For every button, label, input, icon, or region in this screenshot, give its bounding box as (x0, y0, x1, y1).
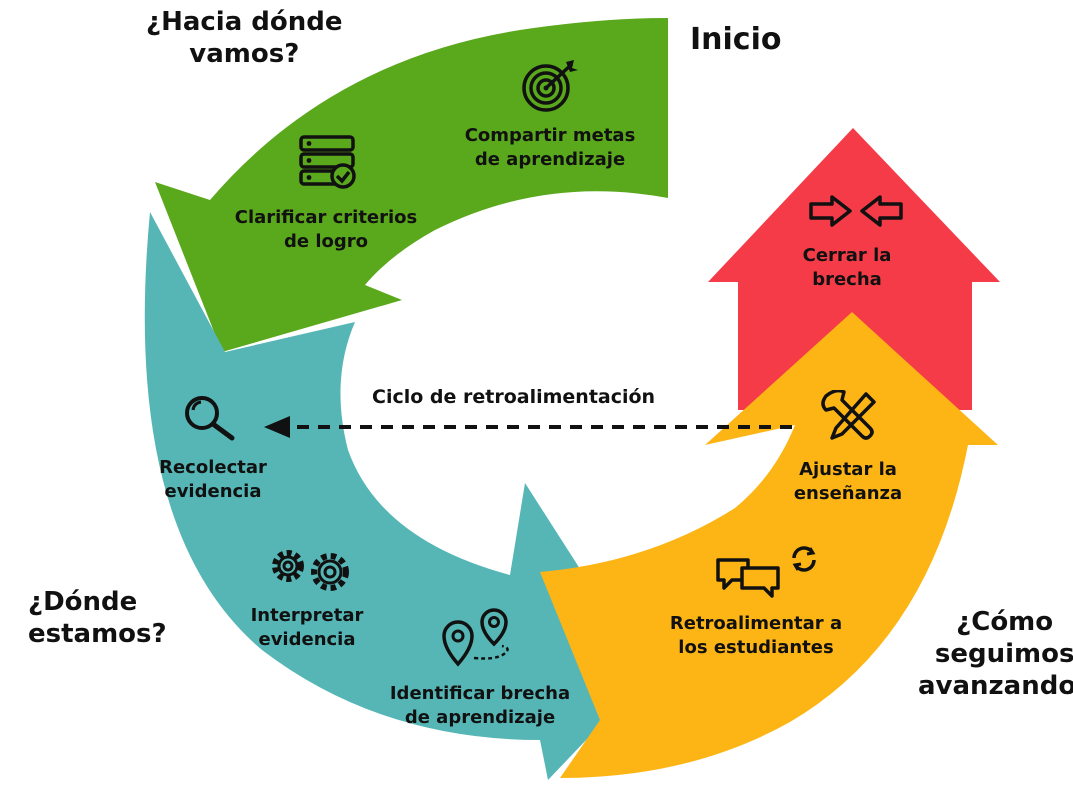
yellow-arc-arrow (540, 312, 998, 778)
teal-arc-arrow (144, 212, 648, 780)
question-how-forward-line-1: ¿Cómo (956, 607, 1054, 637)
step-identify-gap-line-2: de aprendizaje (404, 707, 556, 728)
step-give-feedback: Retroalimentar a los estudiantes (656, 612, 856, 660)
close-gap-arrow (708, 128, 1000, 410)
server-check-icon (299, 135, 356, 189)
step-adjust-teaching-line-2: enseñanza (793, 483, 903, 504)
tools-icon (821, 390, 876, 440)
question-where-now: ¿Dónde estamos? (28, 586, 167, 650)
step-clarify-criteria-line-2: de logro (283, 231, 369, 252)
step-interpret-evidence: Interpretar evidencia (232, 604, 382, 652)
feedback-loop-label: Ciclo de retroalimentación (372, 386, 656, 408)
step-share-goals-line-2: de aprendizaje (474, 149, 626, 170)
question-how-forward: ¿Cómo seguimos avanzando? (918, 606, 1073, 702)
step-clarify-criteria-line-1: Clarificar criterios (234, 207, 418, 228)
start-label: Inicio (690, 22, 782, 57)
step-close-gap-line-1: Cerrar la (802, 245, 892, 266)
map-pins-icon (442, 608, 509, 667)
question-where-now-line-1: ¿Dónde (28, 587, 138, 617)
question-where-now-line-2: estamos? (28, 619, 167, 649)
step-share-goals-line-1: Compartir metas (464, 125, 636, 146)
gear-small (272, 550, 304, 582)
step-collect-evidence-line-2: evidencia (164, 481, 262, 502)
step-clarify-criteria: Clarificar criterios de logro (212, 206, 440, 254)
step-interpret-evidence-line-2: evidencia (258, 629, 356, 650)
step-close-gap: Cerrar la brecha (772, 244, 922, 292)
step-interpret-evidence-line-1: Interpretar (250, 605, 364, 626)
question-how-forward-line-2: seguimos (934, 639, 1073, 669)
step-share-goals: Compartir metas de aprendizaje (450, 124, 650, 172)
step-adjust-teaching-line-1: Ajustar la (799, 459, 897, 480)
step-give-feedback-line-1: Retroalimentar a (669, 613, 843, 634)
question-where-going-line-2: vamos? (189, 39, 300, 69)
gear-large (311, 553, 349, 591)
question-how-forward-line-3: avanzando? (918, 671, 1073, 701)
step-adjust-teaching: Ajustar la enseñanza (768, 458, 928, 506)
step-identify-gap-line-1: Identificar brecha (389, 683, 571, 704)
converging-arrows-icon (809, 195, 903, 227)
step-identify-gap: Identificar brecha de aprendizaje (370, 682, 590, 730)
step-close-gap-line-2: brecha (812, 269, 882, 290)
question-where-going-line-1: ¿Hacia dónde (146, 7, 343, 37)
step-collect-evidence: Recolectar evidencia (138, 456, 288, 504)
magnifier-icon (185, 396, 235, 441)
gears-icon (272, 550, 349, 591)
step-collect-evidence-line-1: Recolectar (159, 457, 267, 478)
feedback-loop-arrowhead (264, 416, 290, 438)
target-icon (522, 60, 578, 112)
chat-refresh-icon (716, 546, 816, 598)
question-where-going: ¿Hacia dónde vamos? (146, 6, 343, 70)
step-give-feedback-line-2: los estudiantes (678, 637, 834, 658)
